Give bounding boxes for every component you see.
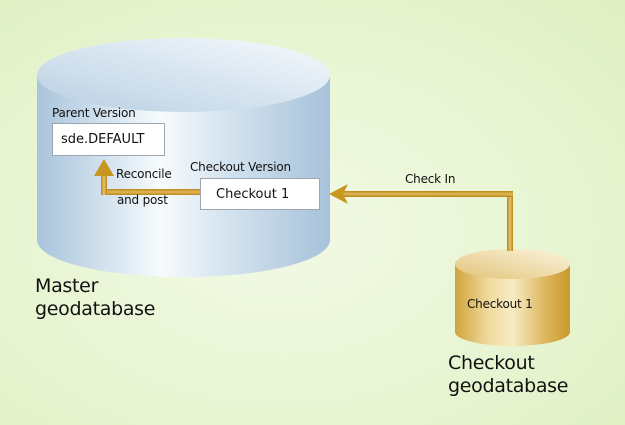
- master-title-line2: geodatabase: [35, 298, 156, 320]
- parent-version-label: Parent Version: [52, 106, 136, 120]
- master-geodatabase-cylinder: [37, 38, 330, 278]
- checkout-version-box: Checkout 1: [200, 178, 320, 210]
- master-title-line1: Master: [35, 275, 99, 297]
- checkout-geodatabase-cylinder: [455, 249, 570, 346]
- checkout-cylinder-version-name: Checkout 1: [467, 297, 533, 311]
- parent-version-value: sde.DEFAULT: [61, 132, 145, 147]
- reconcile-label-line1: Reconcile: [116, 167, 172, 181]
- check-in-label: Check In: [405, 172, 456, 186]
- checkout-version-value: Checkout 1: [216, 186, 290, 202]
- reconcile-label-line2: and post: [117, 193, 168, 207]
- checkout-title-line2: geodatabase: [448, 375, 569, 397]
- checkout-version-label: Checkout Version: [190, 160, 291, 174]
- parent-version-box: sde.DEFAULT: [52, 123, 165, 156]
- reconcile-arrowhead-icon: [94, 159, 114, 176]
- checkout-title-line1: Checkout: [448, 352, 535, 374]
- check-in-arrowhead-icon: [329, 184, 348, 204]
- check-in-arrow: [329, 184, 513, 251]
